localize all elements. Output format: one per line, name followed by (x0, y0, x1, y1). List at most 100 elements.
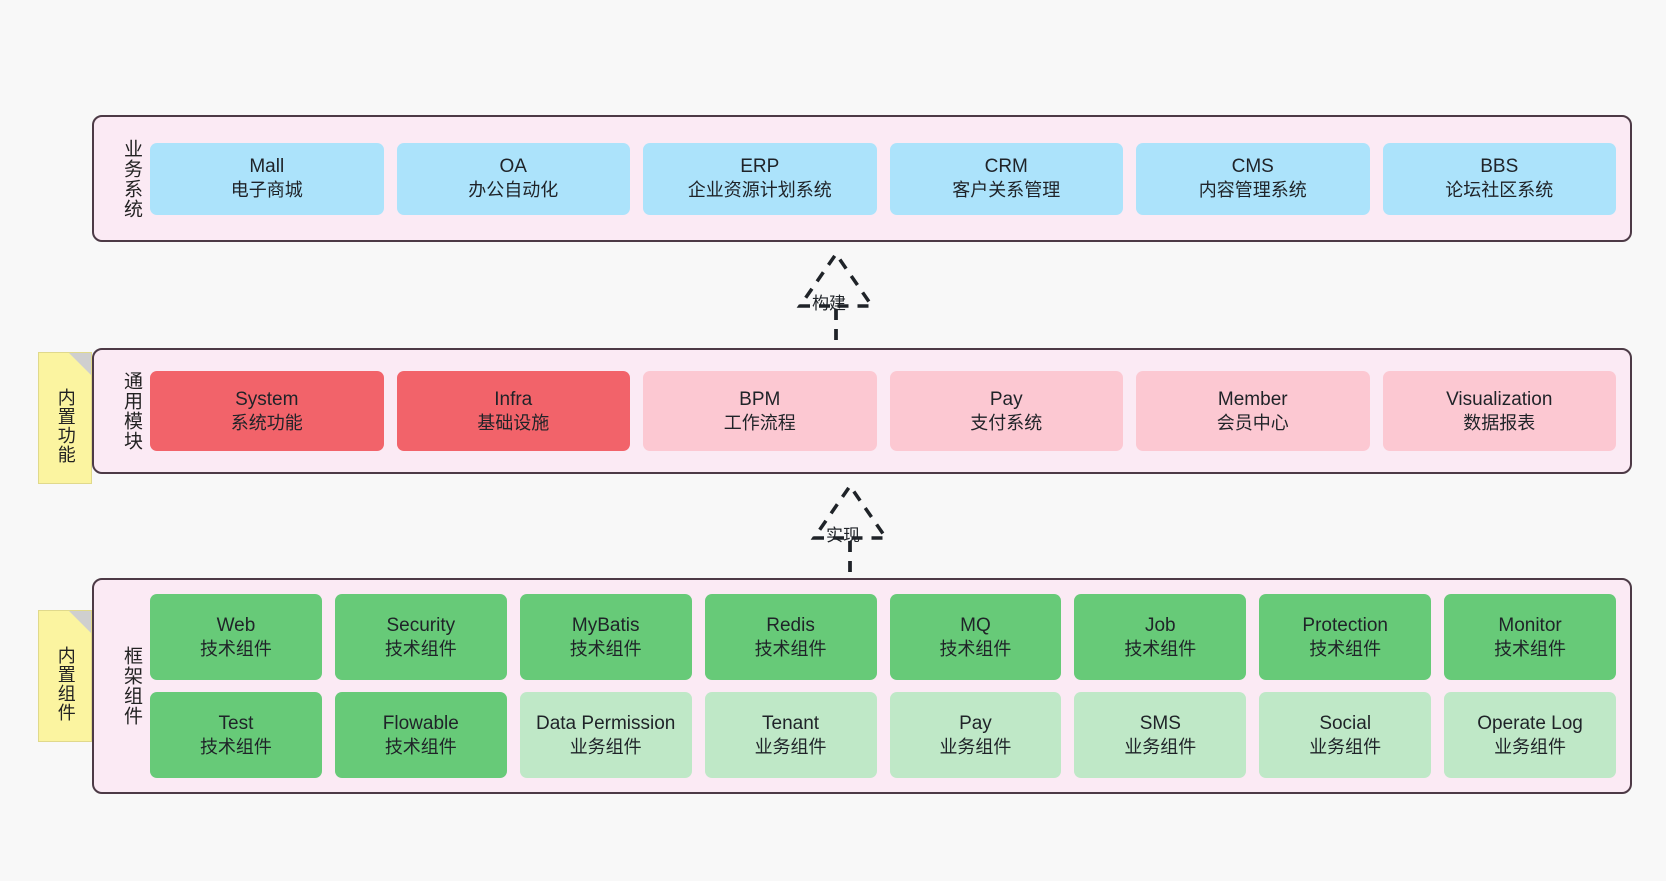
card-subtitle: 技术组件 (384, 736, 457, 757)
card-data-permission[interactable]: Data Permission 业务组件 (519, 692, 692, 778)
card-erp[interactable]: ERP 企业资源计划系统 (643, 142, 877, 215)
card-job[interactable]: Job 技术组件 (1074, 594, 1247, 680)
card-web[interactable]: Web 技术组件 (150, 594, 322, 680)
note-fold-icon (69, 353, 91, 375)
card-subtitle: 业务组件 (754, 736, 827, 757)
card-title: MQ (960, 614, 991, 636)
note-fold-icon (69, 611, 91, 633)
card-subtitle: 业务组件 (569, 736, 642, 757)
card-subtitle: 论坛社区系统 (1445, 180, 1554, 201)
layer-label-framework-components: 框架组件 (121, 646, 142, 726)
card-title: MyBatis (571, 614, 640, 636)
framework-row-technical: Web 技术组件 Security 技术组件 MyBatis 技术组件 Redi… (150, 594, 1616, 680)
card-title: Infra (494, 388, 533, 410)
card-pay-module[interactable]: Pay 支付系统 (889, 371, 1123, 451)
layer-label-common-modules: 通用模块 (121, 371, 142, 451)
card-subtitle: 技术组件 (384, 638, 457, 659)
sticky-note-built-in-components: 内置组件 (38, 610, 92, 742)
card-bbs[interactable]: BBS 论坛社区系统 (1382, 142, 1616, 215)
card-social[interactable]: Social 业务组件 (1259, 692, 1432, 778)
card-subtitle: 会员中心 (1216, 412, 1289, 433)
card-mall[interactable]: Mall 电子商城 (150, 142, 384, 215)
card-crm[interactable]: CRM 客户关系管理 (889, 142, 1123, 215)
card-subtitle: 技术组件 (1124, 638, 1197, 659)
card-subtitle: 技术组件 (939, 638, 1012, 659)
card-mq[interactable]: MQ 技术组件 (889, 594, 1062, 680)
card-bpm[interactable]: BPM 工作流程 (643, 371, 877, 451)
card-redis[interactable]: Redis 技术组件 (704, 594, 877, 680)
sticky-note-text: 内置功能 (55, 388, 76, 464)
card-subtitle: 企业资源计划系统 (687, 180, 832, 201)
card-subtitle: 数据报表 (1463, 412, 1536, 433)
card-title: Mall (249, 156, 285, 178)
sticky-note-text: 内置组件 (55, 646, 76, 722)
layer-business-systems: 业务系统 Mall 电子商城 OA 办公自动化 ERP 企业资源计划系统 CRM… (92, 115, 1632, 242)
card-monitor[interactable]: Monitor 技术组件 (1444, 594, 1616, 680)
card-title: Security (386, 614, 456, 636)
card-cms[interactable]: CMS 内容管理系统 (1136, 142, 1370, 215)
card-test[interactable]: Test 技术组件 (150, 692, 322, 778)
card-subtitle: 支付系统 (970, 412, 1043, 433)
card-member[interactable]: Member 会员中心 (1136, 371, 1370, 451)
card-title: OA (499, 156, 527, 178)
card-title: Monitor (1498, 614, 1562, 636)
card-title: Job (1144, 614, 1176, 636)
card-protection[interactable]: Protection 技术组件 (1259, 594, 1432, 680)
card-title: SMS (1139, 712, 1181, 734)
card-title: Social (1319, 712, 1372, 734)
card-grid-common: System 系统功能 Infra 基础设施 BPM 工作流程 Pay 支付系统… (142, 371, 1630, 451)
card-title: Data Permission (535, 712, 676, 734)
card-title: BBS (1480, 156, 1519, 178)
card-title: System (235, 388, 299, 410)
card-title: Test (218, 712, 254, 734)
card-title: Tenant (762, 712, 820, 734)
card-title: CRM (984, 156, 1028, 178)
card-subtitle: 内容管理系统 (1198, 180, 1307, 201)
card-title: Flowable (382, 712, 459, 734)
card-title: CMS (1231, 156, 1274, 178)
card-title: Pay (989, 388, 1023, 410)
card-subtitle: 办公自动化 (468, 180, 559, 201)
framework-row-business: Test 技术组件 Flowable 技术组件 Data Permission … (150, 692, 1616, 778)
card-subtitle: 业务组件 (1124, 736, 1197, 757)
layer-framework-components: 框架组件 Web 技术组件 Security 技术组件 MyBatis 技术组件… (92, 578, 1632, 794)
card-visualization[interactable]: Visualization 数据报表 (1382, 371, 1616, 451)
card-mybatis[interactable]: MyBatis 技术组件 (519, 594, 692, 680)
card-subtitle: 电子商城 (230, 180, 303, 201)
sticky-note-built-in-functions: 内置功能 (38, 352, 92, 484)
card-subtitle: 技术组件 (199, 736, 272, 757)
card-infra[interactable]: Infra 基础设施 (396, 371, 630, 451)
connector-label-build: 构建 (812, 294, 846, 313)
card-operate-log[interactable]: Operate Log 业务组件 (1444, 692, 1616, 778)
card-tenant[interactable]: Tenant 业务组件 (704, 692, 877, 778)
card-sms[interactable]: SMS 业务组件 (1074, 692, 1247, 778)
card-subtitle: 技术组件 (754, 638, 827, 659)
card-system[interactable]: System 系统功能 (150, 371, 384, 451)
card-subtitle: 基础设施 (477, 412, 550, 433)
layer-label-business-systems: 业务系统 (121, 138, 142, 219)
card-title: Web (216, 614, 256, 636)
card-title: Member (1217, 388, 1288, 410)
card-flowable[interactable]: Flowable 技术组件 (334, 692, 507, 778)
card-security[interactable]: Security 技术组件 (334, 594, 507, 680)
card-title: BPM (739, 388, 781, 410)
card-subtitle: 业务组件 (939, 736, 1012, 757)
card-subtitle: 系统功能 (230, 412, 303, 433)
card-subtitle: 技术组件 (1309, 638, 1382, 659)
card-subtitle: 技术组件 (1494, 638, 1567, 659)
layer-common-modules: 通用模块 System 系统功能 Infra 基础设施 BPM 工作流程 Pay… (92, 348, 1632, 474)
card-subtitle: 客户关系管理 (952, 180, 1061, 201)
card-title: Operate Log (1477, 712, 1583, 734)
card-grid-business: Mall 电子商城 OA 办公自动化 ERP 企业资源计划系统 CRM 客户关系… (142, 142, 1630, 215)
card-subtitle: 技术组件 (199, 638, 272, 659)
card-subtitle: 业务组件 (1309, 736, 1382, 757)
card-subtitle: 工作流程 (723, 412, 796, 433)
card-subtitle: 技术组件 (569, 638, 642, 659)
card-pay-component[interactable]: Pay 业务组件 (889, 692, 1062, 778)
card-title: Protection (1302, 614, 1388, 636)
card-oa[interactable]: OA 办公自动化 (396, 142, 630, 215)
card-title: Redis (766, 614, 815, 636)
connector-label-implement: 实现 (826, 526, 860, 545)
card-subtitle: 业务组件 (1494, 736, 1567, 757)
